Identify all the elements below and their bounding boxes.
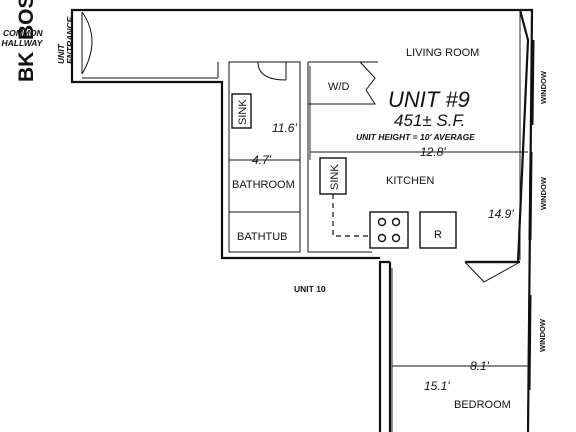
right-exterior-wall	[520, 8, 534, 432]
building-code: BK BOS	[15, 0, 38, 82]
hallway-line1: COMMON	[3, 28, 44, 38]
dim-living-depth: 14.9'	[488, 207, 514, 221]
window-label-3: WINDOW	[538, 318, 547, 352]
building-code-text: BK	[15, 52, 38, 82]
room-labels: LIVING ROOM KITCHEN BATHROOM BATHTUB BED…	[232, 47, 511, 411]
dim-bath-width: 4.7'	[252, 153, 272, 167]
burner-2	[391, 217, 401, 227]
unit-height-note: UNIT HEIGHT = 10' AVERAGE	[356, 132, 475, 142]
bath-kitchen-partition	[228, 61, 301, 253]
unit-title-block: UNIT #9 451± S.F. UNIT HEIGHT = 10' AVER…	[356, 87, 475, 142]
unit-area: 451± S.F.	[394, 111, 465, 130]
dimension-labels: 11.6' 4.7' 12.8' 14.9' 8.1' 15.1'	[252, 121, 514, 393]
unit-entrance-label: UNIT ENTRANCE	[56, 16, 75, 64]
window-living-top	[530, 39, 535, 126]
washer-dryer-label: W/D	[328, 81, 349, 93]
bedroom-label: BEDROOM	[454, 399, 511, 411]
closet-door	[359, 61, 376, 105]
kitchen-sink-box	[319, 157, 347, 195]
kitchen-sink-label: SINK	[329, 164, 341, 190]
windows: WINDOW WINDOW WINDOW	[527, 39, 548, 391]
common-hallway-label: COMMON HALLWAY	[2, 28, 45, 48]
window-label-2: WINDOW	[539, 176, 548, 210]
dim-bath-depth: 11.6'	[272, 121, 297, 135]
walls	[70, 8, 534, 432]
dim-bedroom-depth: 15.1'	[424, 379, 450, 393]
window-label-1: WINDOW	[539, 70, 548, 104]
counter-dashed-line	[332, 194, 372, 237]
window-bedroom	[527, 294, 532, 391]
entrance-line1: UNIT	[56, 43, 66, 64]
burner-1	[377, 217, 387, 227]
entrance-door	[81, 11, 93, 75]
doors	[81, 11, 521, 283]
entrance-line2: ENTRANCE	[65, 16, 75, 64]
fixtures: SINK W/D SINK R	[231, 81, 457, 249]
kitchen-label: KITCHEN	[386, 175, 434, 187]
refrigerator-box	[419, 211, 457, 249]
bedroom-door	[464, 261, 521, 283]
entry-closet	[82, 62, 219, 79]
refrigerator-label: R	[434, 229, 442, 241]
living-room-label: LIVING ROOM	[406, 47, 479, 59]
kitchen-partition	[307, 61, 378, 253]
bath-sink-box	[231, 93, 252, 129]
dimension-lines	[229, 12, 528, 432]
stove	[369, 211, 409, 249]
unit-10-label: UNIT 10	[294, 284, 326, 294]
burner-3	[377, 233, 387, 243]
building-code-tail: BOS	[15, 0, 38, 40]
bathroom-door	[257, 61, 287, 81]
window-living-bottom	[528, 151, 533, 241]
unit-outline	[70, 8, 530, 432]
unit-title: UNIT #9	[388, 87, 470, 112]
dim-bedroom-width: 8.1'	[470, 359, 490, 373]
bathtub-label: BATHTUB	[237, 231, 288, 243]
hallway-line2: HALLWAY	[2, 38, 44, 48]
bathroom-label: BATHROOM	[232, 179, 295, 191]
bath-sink-label: SINK	[237, 99, 249, 125]
dim-kitchen-width: 12.8'	[420, 145, 446, 159]
burner-4	[391, 233, 401, 243]
